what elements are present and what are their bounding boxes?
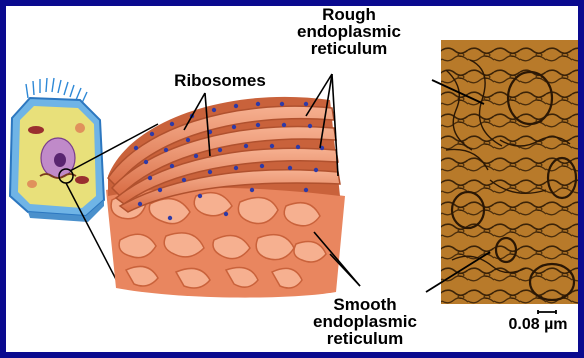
smooth-er-label: Smooth endoplasmic reticulum bbox=[306, 296, 424, 347]
nucleolus bbox=[54, 153, 66, 167]
vesicle-icon bbox=[75, 123, 85, 133]
mitochondrion-icon bbox=[75, 176, 89, 184]
micrograph bbox=[441, 40, 578, 304]
vesicle-icon bbox=[27, 180, 37, 188]
rough-er-label: Rough endoplasmic reticulum bbox=[290, 6, 408, 57]
cell-cutaway-icon bbox=[10, 78, 104, 222]
scale-bar-label: 0.08 µm bbox=[496, 316, 580, 333]
scale-bar bbox=[538, 310, 556, 314]
mitochondrion-icon bbox=[28, 126, 44, 134]
ribosomes-label: Ribosomes bbox=[160, 72, 280, 89]
